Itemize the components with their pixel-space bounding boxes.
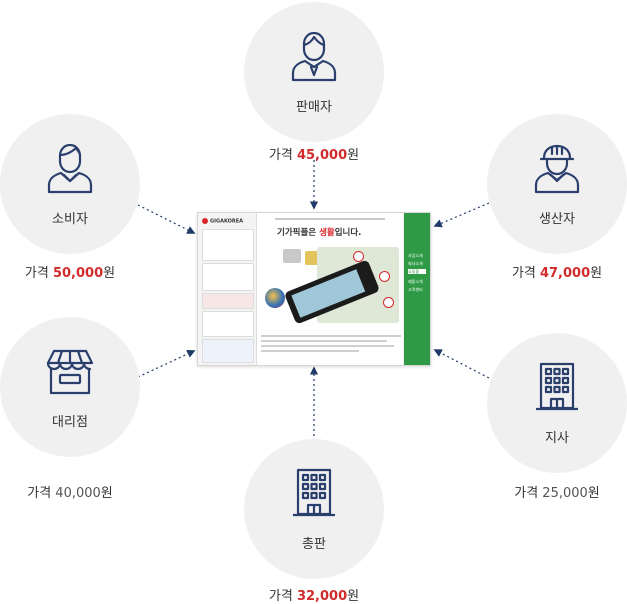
site-side-menu: 사업소개 회사소개 쇼핑몰 제품소개 고객센터 (404, 213, 430, 365)
node-label: 총판 (302, 537, 326, 552)
price-suffix: 원 (103, 266, 116, 281)
side-menu-item[interactable]: 쇼핑몰 (408, 269, 426, 274)
node-label: 소비자 (52, 212, 88, 227)
text-line (261, 335, 401, 337)
price-amount: 32,000 (296, 589, 348, 604)
text-line (261, 350, 359, 352)
node-label: 판매자 (296, 100, 332, 115)
site-logo: GIGAKOREA (202, 218, 243, 225)
notice-box (202, 311, 254, 337)
website-screenshot: GIGAKOREA 기가픽플은 생활입니다. 사업소개 회사소개 쇼핑몰 제품소… (197, 212, 431, 366)
connector-agency (137, 350, 196, 378)
price-prefix: 가격 (514, 486, 539, 501)
globe-ball-image (265, 288, 285, 308)
price-amount: 45,000 (296, 148, 348, 163)
side-menu-item[interactable]: 사업소개 (408, 253, 423, 258)
map-pin-icon (383, 297, 394, 308)
node-head: 총판 (244, 439, 384, 579)
map-pin-icon (353, 251, 364, 262)
promo-box (202, 263, 254, 291)
price-suffix: 원 (587, 486, 600, 501)
building-icon (533, 361, 581, 413)
storefront-icon (46, 345, 94, 397)
side-menu-item[interactable]: 회사소개 (408, 261, 423, 266)
node-label: 생산자 (539, 212, 575, 227)
info-box (202, 339, 254, 363)
building-icon (290, 467, 338, 519)
consumer-person-icon (46, 142, 94, 194)
price-amount: 25,000 (542, 486, 588, 501)
headline-highlight: 생활 (319, 228, 335, 238)
site-headline: 기가픽플은 생활입니다. (277, 226, 361, 238)
price-amount: 50,000 (52, 266, 104, 281)
site-left-column: GIGAKOREA (198, 213, 257, 365)
price-amount: 40,000 (55, 486, 101, 501)
price-suffix: 원 (347, 589, 360, 604)
price-prefix: 가격 (511, 266, 536, 281)
connector-branch (433, 349, 490, 379)
headline-part: 입니다. (334, 228, 362, 238)
price-prefix: 가격 (268, 589, 293, 604)
seller-person-icon (290, 30, 338, 82)
node-agency: 대리점 (0, 317, 140, 457)
connector-consumer (137, 204, 196, 234)
price-prefix: 가격 (268, 148, 293, 163)
site-brand-text: GIGAKOREA (210, 218, 243, 225)
price-seller: 가격 45,000원 (234, 144, 394, 163)
node-producer: 생산자 (487, 114, 627, 254)
node-seller: 판매자 (244, 2, 384, 142)
price-prefix: 가격 (24, 266, 49, 281)
node-label: 대리점 (52, 415, 88, 430)
price-agency: 가격 40,000원 (0, 482, 150, 501)
headline-part: 은 (308, 228, 320, 238)
logo-mark-icon (202, 218, 208, 224)
node-consumer: 소비자 (0, 114, 140, 254)
price-producer: 가격 47,000원 (477, 262, 627, 281)
price-branch: 가격 25,000원 (477, 482, 627, 501)
worker-hardhat-icon (533, 142, 581, 194)
price-suffix: 원 (100, 486, 113, 501)
price-amount: 47,000 (539, 266, 591, 281)
headline-part: 기가픽플 (277, 228, 309, 238)
price-head: 가격 32,000원 (234, 585, 394, 604)
site-text-block (261, 335, 401, 355)
node-branch: 지사 (487, 333, 627, 473)
text-line (261, 345, 394, 347)
price-suffix: 원 (347, 148, 360, 163)
chip-image (305, 251, 319, 265)
text-line (261, 340, 387, 342)
sim-card-image (283, 249, 301, 263)
price-prefix: 가격 (27, 486, 52, 501)
site-main-area: 기가픽플은 생활입니다. (257, 213, 403, 365)
price-consumer: 가격 50,000원 (0, 262, 150, 281)
node-label: 지사 (545, 431, 569, 446)
banner-box (202, 293, 254, 309)
price-suffix: 원 (590, 266, 603, 281)
side-menu-item[interactable]: 제품소개 (408, 279, 423, 284)
connector-producer (433, 202, 490, 228)
map-pin-icon (379, 271, 390, 282)
site-subline (275, 218, 385, 220)
login-box (202, 229, 254, 261)
side-menu-item[interactable]: 고객센터 (408, 287, 423, 292)
